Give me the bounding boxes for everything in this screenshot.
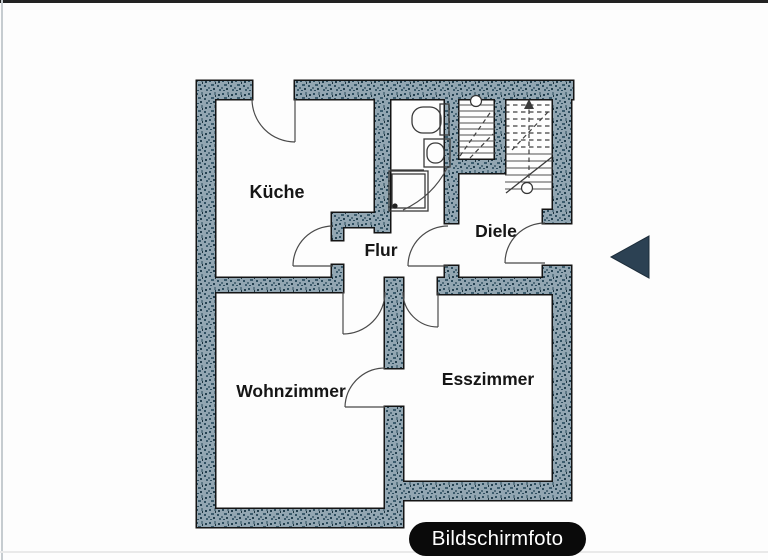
- stair-treads-left: [458, 104, 495, 154]
- sink-icon: [423, 138, 451, 168]
- stair-dash-right: [511, 111, 549, 151]
- wohnzimmer-door-arc: [342, 291, 386, 335]
- scan-top-border: [0, 0, 768, 3]
- room-label-esszimmer: Esszimmer: [442, 369, 535, 389]
- stair-direction-arrow-icon: [524, 99, 534, 109]
- doors: [251, 98, 546, 408]
- toilet-icon: [411, 106, 442, 134]
- shower-drain-icon: [392, 203, 398, 209]
- shower-icon: [388, 170, 429, 212]
- toilet-tank-icon: [439, 103, 450, 136]
- esszimmer-door-arc: [402, 291, 439, 328]
- entrance-arrow-icon: [609, 235, 650, 279]
- kueche-exterior-door-arc: [251, 98, 296, 143]
- bathroom-fixtures: [388, 103, 451, 212]
- stair-start-circle-top: [469, 94, 483, 108]
- screenshot-caption-pill[interactable]: Bildschirmfoto: [409, 522, 586, 556]
- room-label-flur: Flur: [364, 240, 397, 260]
- stair-start-circle-bottom: [520, 181, 534, 195]
- scan-bottom-line: [0, 551, 768, 553]
- walls: [197, 81, 573, 527]
- room-label-kueche: Küche: [249, 182, 304, 202]
- room-label-wohnzimmer: Wohnzimmer: [236, 381, 346, 401]
- stair-dash-left: [469, 133, 494, 159]
- shower-tray-icon: [391, 173, 426, 209]
- room-label-diele: Diele: [475, 221, 517, 241]
- staircase: [458, 94, 553, 195]
- stair-walkline-left: [459, 109, 493, 157]
- kueche-flur-door-arc: [292, 225, 334, 267]
- bathroom-door-arc: [402, 167, 448, 211]
- entrance-door-arc: [504, 222, 546, 264]
- wohnzimmer-esszimmer-door-arc: [344, 367, 386, 408]
- scan-left-border: [1, 0, 3, 560]
- sink-bowl-icon: [426, 142, 445, 164]
- flur-diele-door-arc: [407, 225, 449, 267]
- caption-label: Bildschirmfoto: [431, 527, 564, 550]
